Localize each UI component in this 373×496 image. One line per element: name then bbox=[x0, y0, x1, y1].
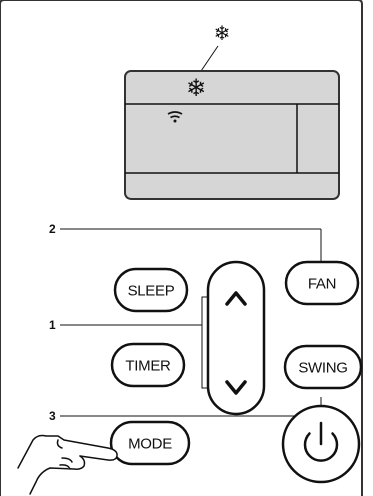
panel-outline bbox=[0, 0, 363, 496]
temp-down-button[interactable] bbox=[225, 380, 247, 395]
power-icon bbox=[303, 432, 339, 462]
lcd-display: ❄ bbox=[124, 70, 340, 200]
snowflake-indicator-top: ❄ bbox=[214, 21, 231, 45]
pointing-hand-icon bbox=[17, 434, 118, 495]
timer-button-label: TIMER bbox=[125, 358, 171, 375]
callout-2-label: 2 bbox=[49, 222, 56, 236]
mode-button-label: MODE bbox=[128, 436, 172, 453]
power-button[interactable] bbox=[281, 404, 361, 484]
sleep-button-label: SLEEP bbox=[128, 283, 175, 300]
snowflake-icon: ❄ bbox=[186, 74, 206, 102]
swing-button-label: SWING bbox=[298, 360, 347, 377]
callout-3-label: 3 bbox=[49, 409, 56, 423]
sleep-button[interactable]: SLEEP bbox=[113, 267, 189, 313]
snowflake-leader-line bbox=[198, 45, 219, 75]
callout-1-label: 1 bbox=[49, 318, 56, 332]
fan-button[interactable]: FAN bbox=[284, 260, 360, 306]
lcd-screen bbox=[124, 70, 340, 200]
temp-up-button[interactable] bbox=[225, 291, 247, 306]
swing-button[interactable]: SWING bbox=[283, 344, 363, 390]
fan-button-label: FAN bbox=[308, 276, 336, 293]
timer-button[interactable]: TIMER bbox=[110, 342, 186, 388]
mode-button[interactable]: MODE bbox=[109, 420, 191, 466]
temp-rocker bbox=[206, 260, 266, 416]
wifi-icon bbox=[167, 111, 183, 123]
temp-rocker-body bbox=[206, 260, 266, 416]
